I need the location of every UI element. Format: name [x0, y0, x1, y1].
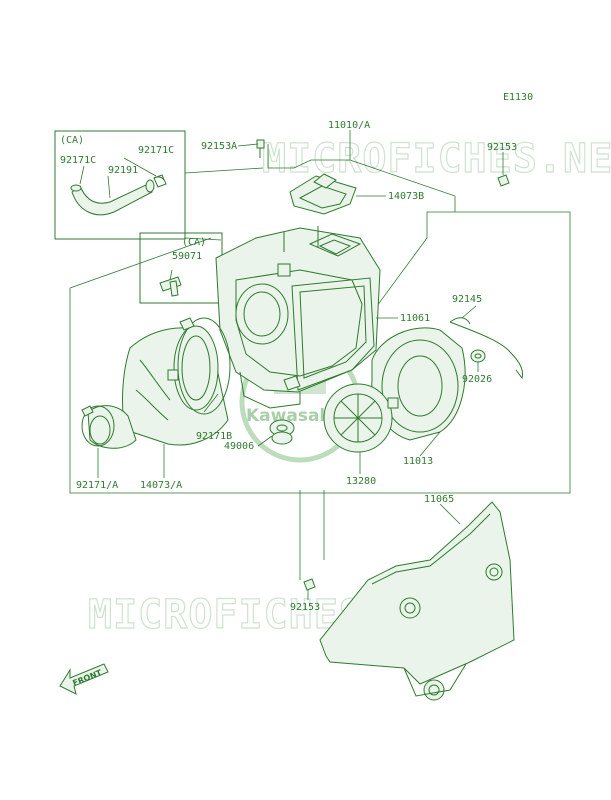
callout-14073a: 14073/A — [140, 480, 182, 491]
callout-92171b: 92171B — [196, 431, 232, 442]
callout-11013: 11013 — [403, 456, 433, 467]
side-cover — [319, 501, 515, 701]
callout-92171c-right: 92171C — [138, 145, 174, 156]
grommet-49006 — [269, 419, 295, 445]
intake-duct — [87, 325, 229, 449]
callout-92191: 92191 — [108, 165, 138, 176]
clamp-92171a — [81, 405, 115, 447]
cover-14073b — [289, 173, 357, 215]
callout-13280: 13280 — [346, 476, 376, 487]
callout-11065: 11065 — [424, 494, 454, 505]
filter-holder — [323, 383, 399, 453]
frame-outline — [69, 211, 571, 494]
air-box-housing — [215, 226, 381, 409]
callout-11010a: 11010/A — [328, 120, 370, 131]
air-filter-element — [371, 327, 466, 441]
diagram-code: E1130 — [503, 92, 533, 103]
clamp-92171c — [153, 176, 165, 181]
wire-92145 — [449, 317, 523, 380]
clamp-92171b — [177, 317, 231, 415]
callout-92171c-left: 92171C — [60, 155, 96, 166]
bolt-92153-bottom — [299, 490, 325, 591]
washer-92026 — [470, 349, 486, 363]
callout-59071: 59071 — [172, 251, 202, 262]
fitting-59071 — [159, 269, 182, 297]
callout-92171a: 92171/A — [76, 480, 118, 491]
bolt-92153-top — [497, 168, 510, 187]
fitting-detail-box — [139, 232, 223, 304]
callout-ca-breather: (CA) — [60, 135, 84, 146]
callout-14073b: 14073B — [388, 191, 424, 202]
callout-92026: 92026 — [462, 374, 492, 385]
callout-92153a: 92153A — [201, 141, 237, 152]
breather-detail-box — [54, 130, 186, 240]
callout-92153-bottom: 92153 — [290, 602, 320, 613]
callout-92153-top: 92153 — [487, 142, 517, 153]
breather-hose — [70, 174, 167, 216]
front-arrow-icon: FRONT — [59, 663, 109, 695]
watermark-top: MICROFICHES.NET — [262, 136, 611, 182]
logo-text: Kawasaki — [246, 406, 337, 426]
callout-11061: 11061 — [400, 313, 430, 324]
callout-49006: 49006 — [224, 441, 254, 452]
callout-ca-fitting: (CA) — [182, 237, 206, 248]
callout-92145: 92145 — [452, 294, 482, 305]
